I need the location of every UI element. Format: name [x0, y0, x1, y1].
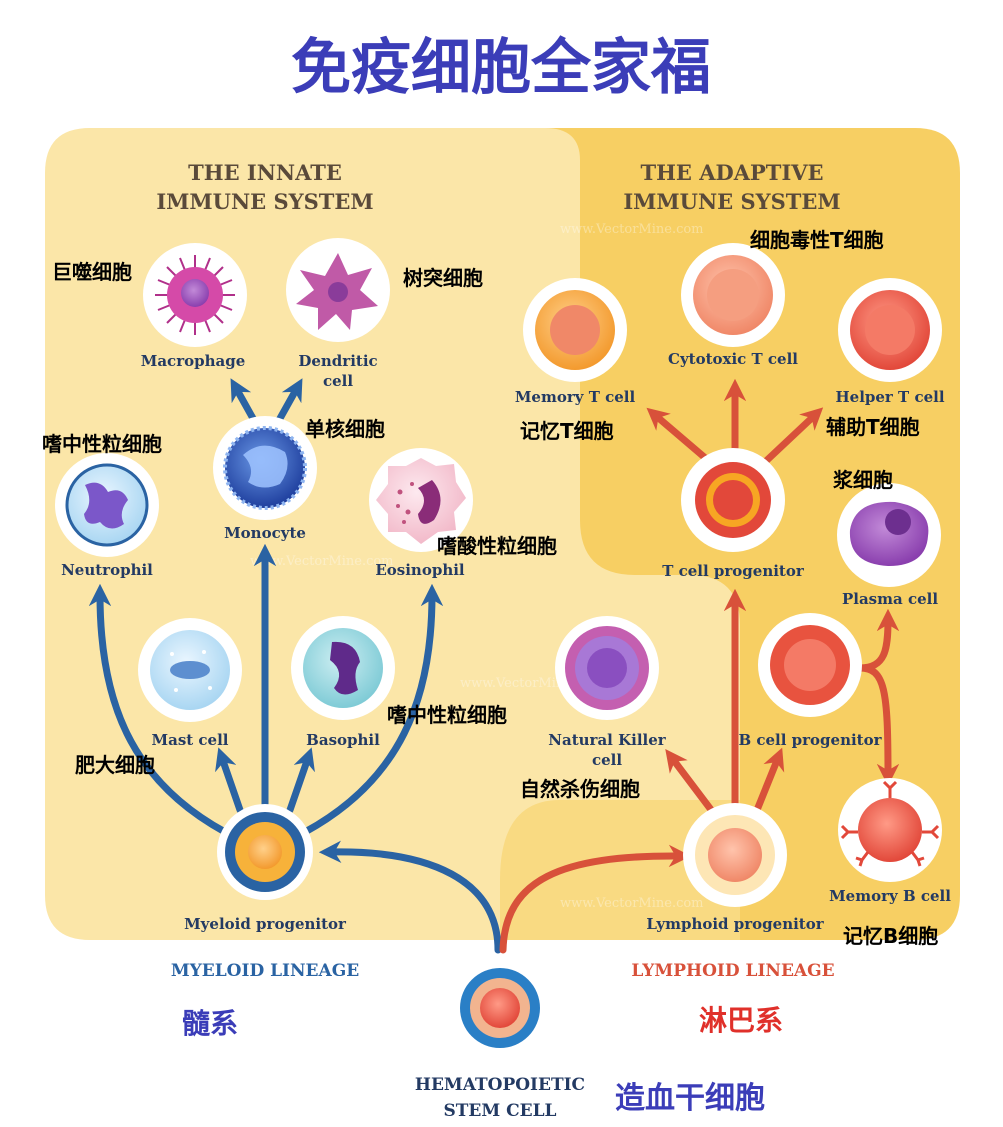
innate-heading-line2: IMMUNE SYSTEM — [156, 189, 373, 214]
arrow-monocyte-to-macrophage — [230, 378, 259, 426]
arrow-lymphoid-to-nk — [665, 749, 719, 819]
arrow-myeloid-to-eosinophil — [301, 583, 444, 836]
adaptive-lower-band — [500, 800, 740, 940]
b-progenitor-label: B cell progenitor — [738, 731, 882, 749]
myeloid-lineage-cn: 髓系 — [182, 1007, 238, 1040]
adaptive-heading-line2: IMMUNE SYSTEM — [623, 189, 840, 214]
monocyte-cell — [213, 416, 317, 520]
macrophage-cell — [143, 243, 247, 347]
helper-t-label: Helper T cell — [835, 388, 944, 406]
eosinophil-cn: 嗜酸性粒细胞 — [437, 534, 557, 558]
watermark: www.VectorMine.com — [250, 554, 394, 569]
arrow-t-to-memory-t — [646, 407, 714, 466]
lymphoid-progenitor-cell — [683, 803, 787, 907]
nk-cn: 自然杀伤细胞 — [520, 777, 640, 801]
mast-cell — [138, 618, 242, 722]
stem-cn: 造血干细胞 — [615, 1081, 765, 1116]
arrow-myeloid-to-mast — [215, 747, 244, 814]
memory-b-cell — [838, 778, 942, 882]
macrophage-label: Macrophage — [141, 352, 246, 370]
memory-t-cell — [523, 278, 627, 382]
cytotoxic-t-cell — [681, 243, 785, 347]
mast-cn: 肥大细胞 — [75, 753, 155, 777]
page-title: 免疫细胞全家福 — [291, 33, 711, 103]
nk-cell — [555, 616, 659, 720]
helper-t-cn: 辅助T细胞 — [826, 415, 920, 439]
monocyte-label: Monocyte — [224, 524, 306, 542]
mast-label: Mast cell — [152, 731, 229, 749]
helper-t-cell — [838, 278, 942, 382]
dendritic-label-line2: cell — [323, 372, 353, 390]
eosinophil-label: Eosinophil — [375, 561, 465, 579]
cytotoxic-t-cn: 细胞毒性T细胞 — [750, 228, 884, 252]
plasma-cn: 浆细胞 — [832, 468, 893, 492]
dendritic-cell — [286, 238, 390, 342]
arrow-stem-to-myeloid — [318, 840, 502, 954]
watermark: www.VectorMine.com — [560, 222, 704, 237]
basophil-cn: 嗜中性粒细胞 — [387, 703, 507, 727]
b-progenitor-cell — [758, 613, 862, 717]
watermark: www.VectorMine.com — [560, 896, 704, 911]
myeloid-lineage-label: MYELOID LINEAGE — [171, 961, 359, 981]
nk-label-line2: cell — [592, 751, 622, 769]
cytotoxic-t-label: Cytotoxic T cell — [668, 350, 798, 368]
stem-label-line1: HEMATOPOIETIC — [415, 1075, 585, 1095]
memory-t-cn: 记忆T细胞 — [520, 419, 614, 443]
stem-label-line2: STEM CELL — [443, 1101, 556, 1121]
macrophage-cn: 巨噬细胞 — [52, 260, 132, 284]
arrow-stem-to-lymphoid — [499, 844, 692, 954]
lymphoid-lineage-label: LYMPHOID LINEAGE — [631, 961, 834, 981]
memory-b-label: Memory B cell — [829, 887, 951, 905]
neutrophil-label: Neutrophil — [61, 561, 153, 579]
t-progenitor-label: T cell progenitor — [662, 562, 805, 580]
neutrophil-cell — [55, 453, 159, 557]
arrow-t-to-helper — [761, 407, 824, 466]
plasma-label: Plasma cell — [842, 590, 938, 608]
arrow-b-to-memory-b — [856, 664, 900, 787]
memory-b-cn: 记忆B细胞 — [843, 924, 938, 948]
basophil-cell — [291, 616, 395, 720]
myeloid-progenitor-cell — [217, 804, 313, 900]
plasma-cell — [837, 483, 941, 587]
eosinophil-cell — [369, 448, 473, 552]
lymphoid-lineage-cn: 淋巴系 — [699, 1004, 783, 1037]
myeloid-progenitor-label: Myeloid progenitor — [184, 915, 347, 933]
myeloid-arrows — [88, 378, 502, 954]
adaptive-heading-line1: THE ADAPTIVE — [640, 160, 823, 185]
basophil-label: Basophil — [306, 731, 380, 749]
dendritic-label-line1: Dendritic — [298, 352, 377, 370]
neutrophil-cn: 嗜中性粒细胞 — [42, 432, 162, 456]
monocyte-cn: 单核细胞 — [305, 417, 385, 441]
dendritic-cn: 树突细胞 — [403, 266, 483, 290]
arrow-monocyte-to-dendritic — [274, 378, 303, 426]
arrow-lymphoid-to-b-progenitor — [751, 747, 785, 819]
lymphoid-arrows — [499, 378, 900, 954]
innate-heading-line1: THE INNATE — [188, 160, 342, 185]
t-progenitor-cell — [681, 448, 785, 552]
nk-label-line1: Natural Killer — [548, 731, 666, 749]
memory-t-label: Memory T cell — [515, 388, 636, 406]
arrow-myeloid-to-neutrophil — [88, 583, 229, 836]
stem-cell — [454, 962, 546, 1054]
lymphoid-progenitor-label: Lymphoid progenitor — [646, 915, 824, 933]
arrow-myeloid-to-basophil — [286, 747, 315, 814]
